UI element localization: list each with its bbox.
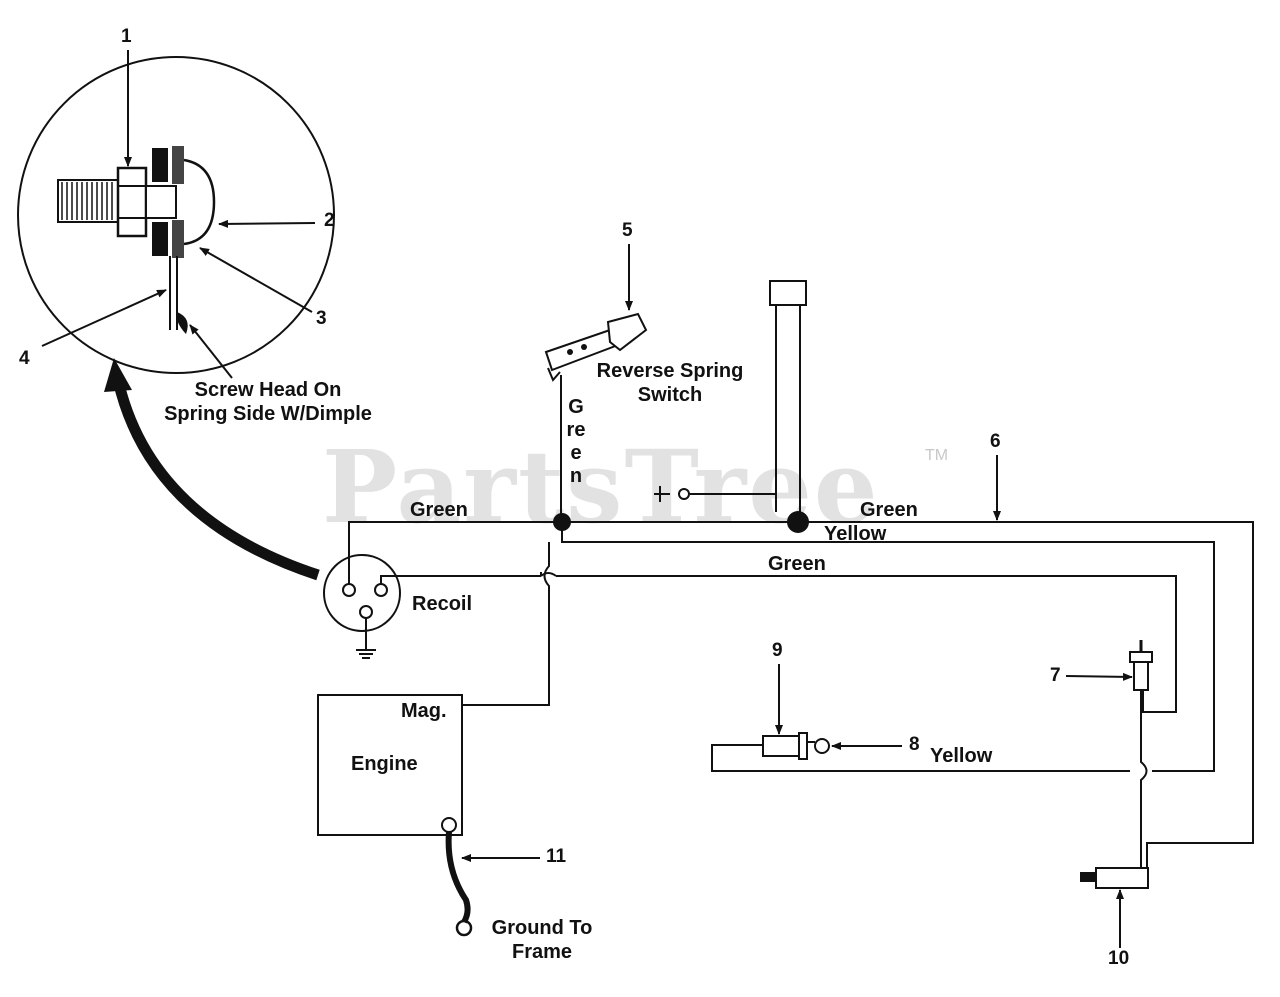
component-7: [1129, 640, 1153, 691]
terminal-icon: [654, 486, 690, 502]
green-label-left: Green: [410, 499, 468, 521]
callout-10: 10: [1108, 948, 1130, 969]
reverse-spring-switch-label: Reverse Spring Switch: [584, 359, 756, 407]
engine-label: Engine: [351, 753, 418, 775]
watermark: PartsTree: [322, 428, 880, 546]
callout-11: 11: [546, 846, 567, 867]
plug-icon: [769, 280, 807, 306]
recoil-connector: [323, 554, 401, 659]
mag-label: Mag.: [401, 700, 447, 722]
recoil-label: Recoil: [412, 593, 473, 615]
reverse-spring-line1: Reverse Spring: [596, 360, 744, 382]
yellow-label-bottom: Yellow: [930, 745, 993, 767]
ground-line2: Frame: [511, 941, 573, 963]
screw-head-label: Screw Head On Spring Side W/Dimple: [150, 378, 386, 426]
callout-1: 1: [121, 26, 132, 47]
detail-pointer-arrow: [104, 358, 320, 581]
watermark-trademark: TM: [925, 447, 949, 464]
ground-line1: Ground To: [491, 917, 593, 939]
component-10: [1080, 867, 1149, 889]
ground-wire: [441, 817, 473, 937]
wires: [348, 305, 1254, 868]
bolt-icon: [57, 146, 216, 334]
junction-dot-left: [553, 513, 571, 531]
reverse-spring-line2: Switch: [637, 384, 703, 406]
component-8-9: [762, 732, 830, 760]
callout-9: 9: [772, 640, 783, 661]
callout-4: 4: [19, 348, 30, 369]
callout-8: 8: [909, 734, 920, 755]
screw-head-line2: Spring Side W/Dimple: [164, 403, 372, 425]
yellow-label-top: Yellow: [824, 523, 887, 545]
junction-dot-right: [787, 511, 809, 533]
reverse-switch-icon: [544, 312, 648, 382]
screw-head-line1: Screw Head On: [194, 379, 342, 401]
callout-7: 7: [1050, 665, 1061, 686]
callout-5: 5: [622, 220, 633, 241]
callout-6: 6: [990, 431, 1001, 452]
callout-2: 2: [324, 210, 335, 231]
ground-label: Ground To Frame: [480, 916, 604, 964]
callout-3: 3: [316, 308, 327, 329]
detail-circle: [17, 50, 335, 379]
green-label-right: Green: [860, 499, 918, 521]
engine-box: [317, 694, 463, 836]
green-label-mid: Green: [768, 553, 826, 575]
green-vertical-label: Green: [566, 396, 586, 487]
